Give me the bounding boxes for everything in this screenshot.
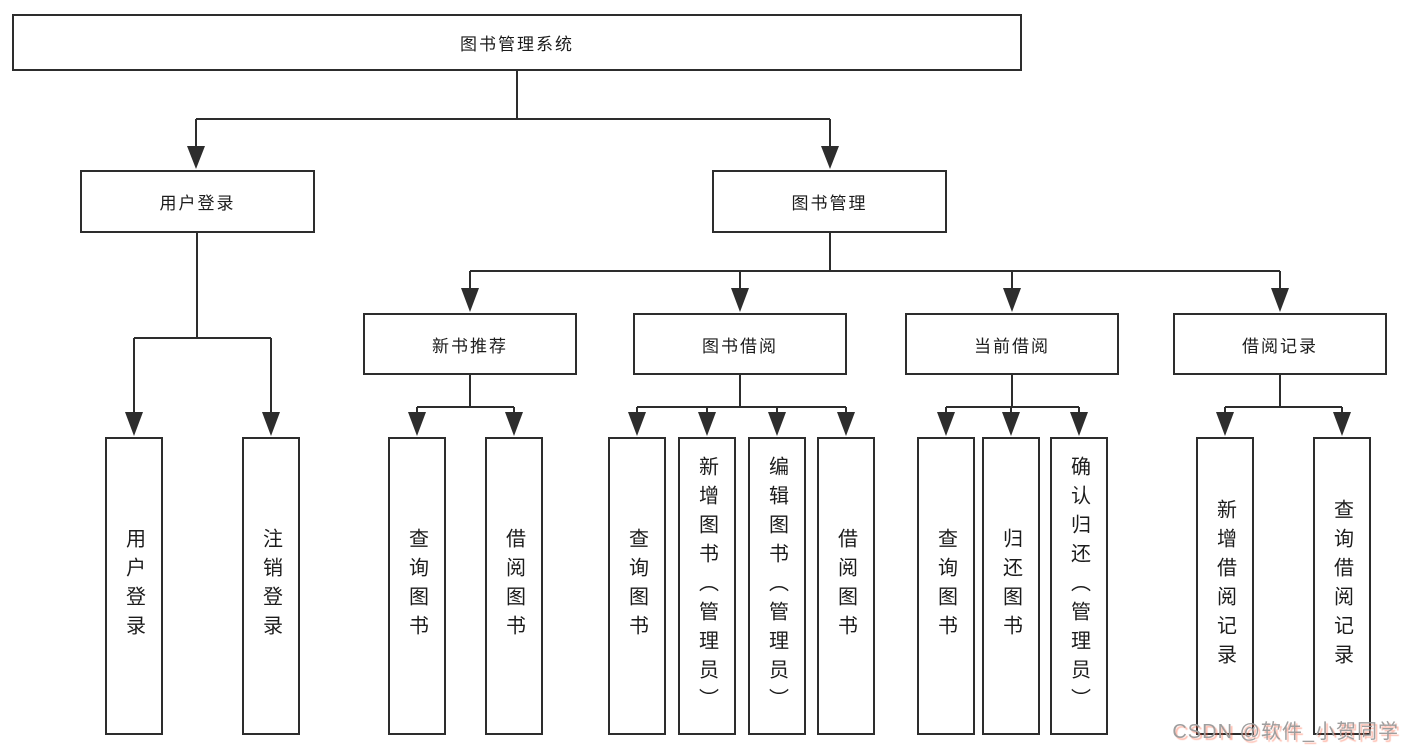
leaf-query-books-recommend-label: 查询图书: [405, 528, 428, 644]
arrowhead-add-borrow-record: [1216, 412, 1234, 436]
connector-book-borrow-to-leaves: [636, 375, 847, 414]
node-book-borrow: 图书借阅: [633, 313, 847, 375]
leaf-edit-books-admin: 编辑图书（管理员）: [748, 437, 806, 735]
arrowhead-user-login-leaf: [125, 412, 143, 436]
arrowhead-new-book-recommend: [461, 288, 479, 312]
leaf-return-books-label: 归还图书: [999, 528, 1022, 644]
arrowhead-current-borrow: [1003, 288, 1021, 312]
arrowhead-query-borrow-record: [1333, 412, 1351, 436]
node-current-borrow: 当前借阅: [905, 313, 1119, 375]
arrowhead-borrow-books-recommend: [505, 412, 523, 436]
node-book-borrow-label: 图书借阅: [702, 336, 778, 356]
connector-book-management-to-level3: [469, 233, 1281, 290]
arrowhead-query-books-recommend: [408, 412, 426, 436]
leaf-query-books-borrow: 查询图书: [608, 437, 666, 735]
leaf-confirm-return-admin: 确认归还（管理员）: [1050, 437, 1108, 735]
leaf-confirm-return-admin-label: 确认归还（管理员）: [1067, 455, 1090, 717]
arrowhead-edit-books-admin: [768, 412, 786, 436]
arrowhead-return-books: [1002, 412, 1020, 436]
arrowhead-user-login: [187, 146, 205, 169]
arrowhead-query-books-current: [937, 412, 955, 436]
leaf-edit-books-admin-label: 编辑图书（管理员）: [765, 455, 788, 717]
node-user-login-label: 用户登录: [159, 194, 236, 213]
leaf-add-borrow-record-label: 新增借阅记录: [1213, 499, 1236, 673]
leaf-borrow-books: 借阅图书: [817, 437, 875, 735]
leaf-add-books-admin: 新增图书（管理员）: [678, 437, 736, 735]
leaf-logout: 注销登录: [242, 437, 300, 735]
node-user-login: 用户登录: [80, 170, 315, 233]
node-new-book-recommend: 新书推荐: [363, 313, 577, 375]
leaf-borrow-books-label: 借阅图书: [834, 528, 857, 644]
node-book-management: 图书管理: [712, 170, 947, 233]
leaf-query-books-current: 查询图书: [917, 437, 975, 735]
arrowhead-borrow-books: [837, 412, 855, 436]
leaf-query-books-borrow-label: 查询图书: [625, 528, 648, 644]
node-root-library-system: 图书管理系统: [12, 14, 1022, 71]
node-root-label: 图书管理系统: [460, 35, 574, 54]
leaf-borrow-books-recommend-label: 借阅图书: [502, 528, 525, 644]
connector-current-borrow-to-leaves: [945, 375, 1080, 414]
connector-root-to-level2: [195, 71, 831, 148]
connector-new-book-recommend-to-leaves: [416, 375, 515, 414]
leaf-query-borrow-record-label: 查询借阅记录: [1330, 499, 1353, 673]
node-borrow-records: 借阅记录: [1173, 313, 1387, 375]
connector-user-login-to-leaves: [133, 233, 272, 414]
leaf-borrow-books-recommend: 借阅图书: [485, 437, 543, 735]
arrowhead-book-management: [821, 146, 839, 169]
leaf-query-books-recommend: 查询图书: [388, 437, 446, 735]
leaf-user-login-label: 用户登录: [122, 528, 145, 644]
leaf-query-borrow-record: 查询借阅记录: [1313, 437, 1371, 735]
arrowhead-confirm-return-admin: [1070, 412, 1088, 436]
arrowhead-book-borrow: [731, 288, 749, 312]
leaf-add-borrow-record: 新增借阅记录: [1196, 437, 1254, 735]
leaf-query-books-current-label: 查询图书: [934, 528, 957, 644]
leaf-logout-label: 注销登录: [259, 528, 282, 644]
arrowhead-borrow-records: [1271, 288, 1289, 312]
leaf-user-login: 用户登录: [105, 437, 163, 735]
arrowhead-add-books-admin: [698, 412, 716, 436]
connector-borrow-records-to-leaves: [1224, 375, 1343, 414]
node-borrow-records-label: 借阅记录: [1242, 336, 1318, 356]
arrowhead-query-books-borrow: [628, 412, 646, 436]
node-new-book-recommend-label: 新书推荐: [432, 336, 508, 356]
csdn-watermark: CSDN @软件_小贺同学: [1172, 721, 1399, 743]
node-current-borrow-label: 当前借阅: [974, 336, 1050, 356]
leaf-add-books-admin-label: 新增图书（管理员）: [695, 455, 718, 717]
leaf-return-books: 归还图书: [982, 437, 1040, 735]
arrowhead-logout: [262, 412, 280, 436]
node-book-management-label: 图书管理: [791, 194, 868, 213]
